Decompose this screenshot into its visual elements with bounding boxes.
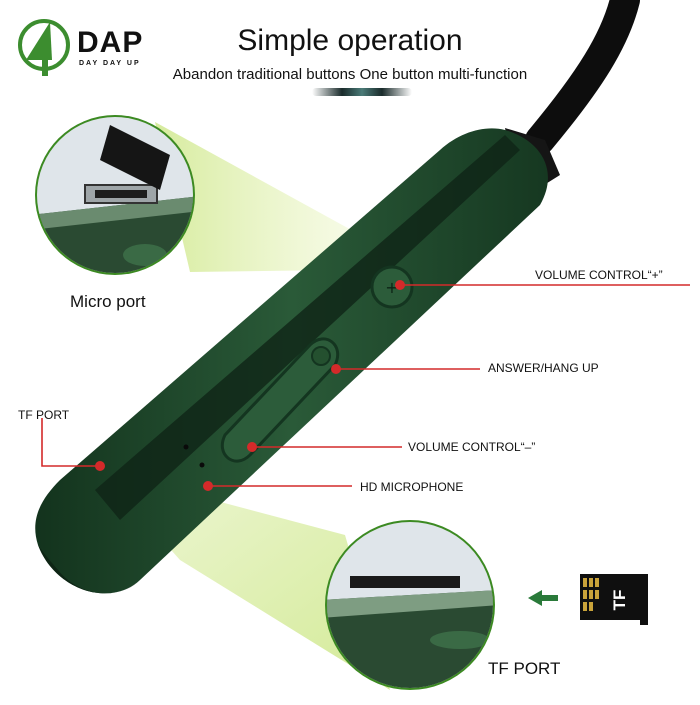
neck-cable (525, 0, 640, 155)
brand-name: DAP (77, 26, 144, 59)
subtitle-accent-bar (312, 88, 412, 96)
tf-card-icon: TF (580, 574, 648, 625)
volume-plus-label: VOLUME CONTROL“+” (535, 268, 663, 282)
mic-hole-icon (183, 444, 189, 450)
tf-port-zoom (325, 520, 495, 690)
answer-hang-up-label: ANSWER/HANG UP (488, 361, 599, 375)
body-inner-face (95, 135, 520, 520)
answer-rocker-button[interactable] (220, 337, 340, 463)
page-subtitle: Abandon traditional buttons One button m… (172, 66, 528, 83)
brand-tagline: DAY DAY UP (79, 60, 141, 67)
volume-minus-label: VOLUME CONTROL“–” (408, 440, 536, 454)
micro-port-zoom (35, 115, 195, 275)
micro-port-label: Micro port (70, 292, 146, 311)
tf-port-label-top: TF PORT (18, 408, 70, 422)
brand-logo-icon (18, 19, 70, 76)
tf-card-label: TF (610, 590, 629, 611)
micro-port-beam (155, 122, 355, 272)
plus-icon: + (385, 278, 398, 297)
callout-dots (95, 280, 405, 491)
insert-arrow-icon (528, 590, 558, 606)
tf-port-label-bottom: TF PORT (488, 659, 561, 678)
mic-hole-icon (199, 462, 205, 468)
page-title: Simple operation (237, 24, 463, 57)
hd-microphone-label: HD MICROPHONE (360, 480, 464, 494)
answer-button-dot-icon (311, 346, 331, 366)
callout-lines (41, 284, 690, 487)
volume-plus-button[interactable] (370, 265, 414, 309)
